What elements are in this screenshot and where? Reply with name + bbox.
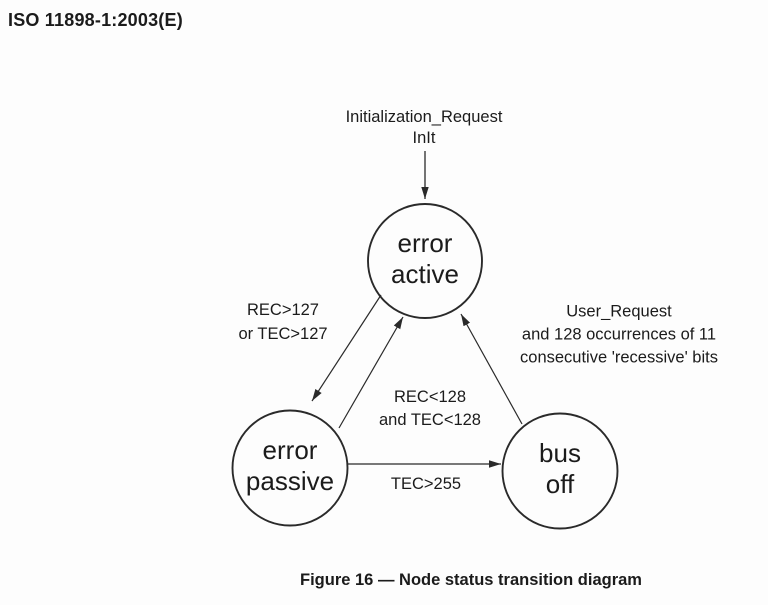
- arrow-error-active-to-error-passive: [311, 294, 382, 402]
- label-user-request-line3: consecutive 'recessive' bits: [520, 348, 718, 367]
- label-user-request: User_Request and 128 occurrences of 11 c…: [520, 301, 718, 370]
- label-initialization-request-line1: Initialization_Request: [345, 108, 503, 126]
- state-label-bus-off-line1: bus: [539, 438, 581, 468]
- figure-caption: Figure 16 — Node status transition diagr…: [300, 571, 642, 589]
- label-and-tec-128: and TEC<128: [379, 411, 481, 429]
- label-user-request-line2: and 128 occurrences of 11: [521, 325, 717, 344]
- state-label-error-active-line2: active: [391, 259, 459, 289]
- state-label-error-active-line1: error: [397, 228, 453, 258]
- state-label-bus-off: bus off: [539, 438, 581, 500]
- state-circle-error-passive: [231, 409, 349, 527]
- state-circle-error-active: [367, 203, 483, 319]
- state-label-bus-off-line2: off: [545, 469, 575, 499]
- label-rec-tec-127: REC>127 or TEC>127: [238, 298, 327, 346]
- label-tec-255: TEC>255: [390, 475, 462, 493]
- state-label-error-passive: error passive: [246, 435, 334, 497]
- arrow-bus-off-to-error-active: [460, 313, 523, 425]
- label-rec-128: REC<128: [393, 388, 467, 406]
- state-label-error-active: error active: [391, 228, 459, 290]
- label-initialization-request-line2: InIt: [412, 129, 436, 147]
- arrow-error-passive-to-error-active: [338, 316, 404, 429]
- label-rec-tec-128: REC<128 and TEC<128: [379, 386, 481, 432]
- label-rec-127: REC>127: [246, 301, 319, 319]
- label-initialization-request: Initialization_Request InIt: [346, 107, 503, 149]
- state-label-error-passive-line1: error: [262, 435, 318, 465]
- document-header: ISO 11898-1:2003(E): [8, 10, 183, 30]
- label-user-request-line1: User_Request: [566, 302, 672, 321]
- state-circle-bus-off: [501, 412, 619, 530]
- state-label-error-passive-line2: passive: [245, 466, 335, 496]
- label-or-tec-127: or TEC>127: [238, 325, 328, 343]
